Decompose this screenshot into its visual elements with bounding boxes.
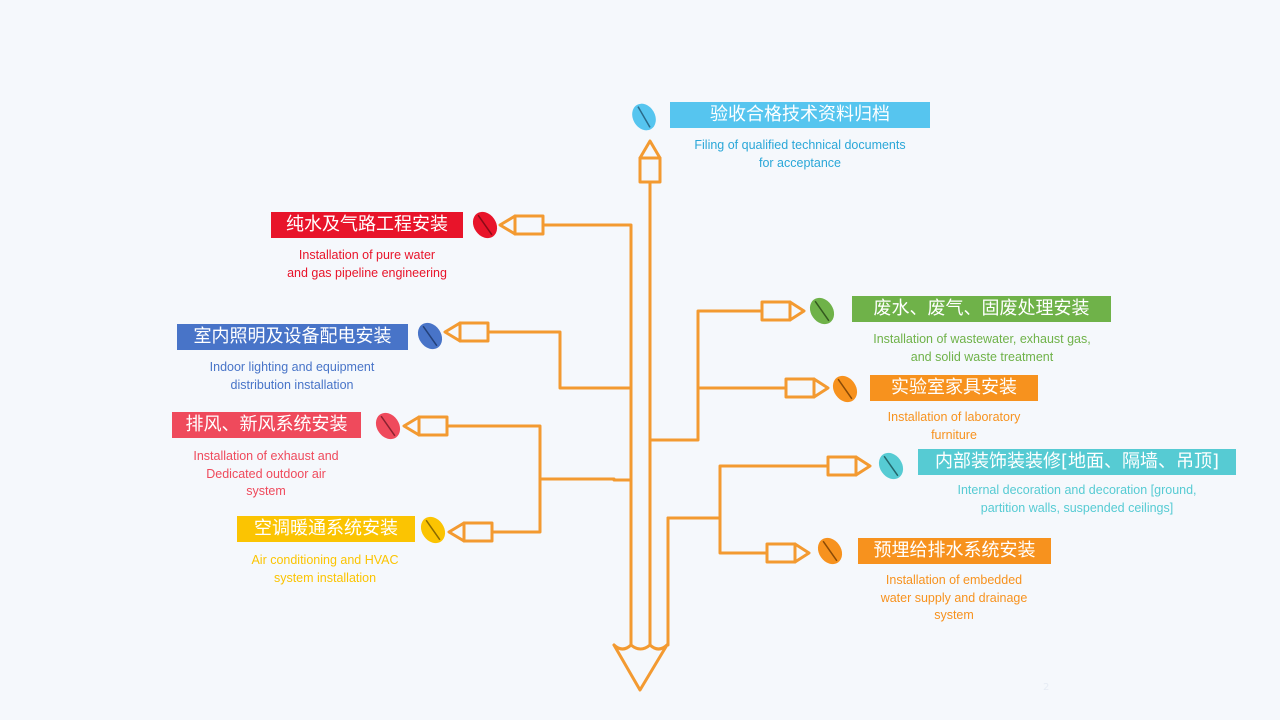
left-item-3-title: 排风、新风系统安装: [172, 412, 361, 438]
top-pencil-tip: [638, 139, 662, 160]
leaf-left-2-icon: [417, 322, 443, 350]
arrow-right-4-tip: [793, 542, 811, 564]
leaf-left-1-icon: [472, 211, 498, 239]
leaf-top-icon: [632, 103, 656, 131]
leaf-right-3-icon: [878, 452, 904, 480]
left-item-3-line-3: system: [246, 484, 286, 498]
right-item-4-subtitle: Installation of embedded water supply an…: [844, 572, 1064, 625]
branch-right-3: [666, 464, 830, 520]
left-item-3-line-2: Dedicated outdoor air: [206, 466, 326, 481]
branch-right-1: [648, 309, 764, 442]
left-item-1-line-2: and gas pipeline engineering: [287, 265, 447, 280]
right-item-3-subtitle: Internal decoration and decoration [grou…: [917, 482, 1237, 517]
top-item-subtitle: Filing of qualified technical documents …: [660, 137, 940, 172]
pencil-tip-scallop: [612, 643, 669, 651]
page-number: 2: [1043, 682, 1050, 693]
left-item-4-line-2: system installation: [273, 570, 377, 585]
right-item-3-line-2: partition walls, suspended ceilings]: [980, 500, 1174, 515]
arrow-left-4-tip: [447, 521, 466, 543]
right-item-3-title: 内部装饰装装修[地面、隔墙、吊顶]: [918, 449, 1236, 475]
branch-left-3: [445, 424, 633, 482]
arrow-left-4-body: [462, 521, 494, 543]
arrow-left-1-tip: [498, 214, 517, 236]
branch-left-2: [486, 330, 633, 390]
arrow-right-2-body: [784, 377, 816, 399]
leaf-right-4-icon: [817, 537, 843, 565]
right-item-1-line-1: Installation of wastewater, exhaust gas,: [873, 332, 1091, 346]
right-item-1-line-2: and solid waste treatment: [910, 349, 1054, 364]
arrow-right-1-tip: [788, 300, 806, 322]
arrow-left-3-body: [417, 415, 449, 437]
right-item-2-line-2: furniture: [931, 427, 977, 442]
right-item-4-line-2: water supply and drainage: [880, 590, 1028, 605]
arrow-right-4-body: [765, 542, 797, 564]
right-item-4-title: 预埋给排水系统安装: [858, 538, 1051, 564]
pencil-tip: [612, 643, 669, 692]
top-item-title: 验收合格技术资料归档: [670, 102, 930, 128]
right-item-3-line-1: Internal decoration and decoration [grou…: [957, 483, 1197, 497]
arrow-right-1-body: [760, 300, 792, 322]
left-item-2-line-1: Indoor lighting and equipment: [209, 360, 375, 374]
top-pencil-body: [638, 156, 662, 184]
right-item-1-title: 废水、废气、固废处理安装: [852, 296, 1111, 322]
top-item-subtitle-line-2: for acceptance: [759, 155, 841, 170]
branch-right-4: [718, 516, 769, 555]
leaf-left-3-icon: [375, 412, 401, 440]
left-item-1-subtitle: Installation of pure water and gas pipel…: [257, 247, 477, 282]
right-item-4-line-3: system: [934, 608, 974, 622]
branch-left-1: [541, 223, 633, 228]
right-item-2-title: 实验室家具安装: [870, 375, 1038, 401]
top-item-subtitle-line-1: Filing of qualified technical documents: [694, 138, 906, 152]
left-item-4-line-1: Air conditioning and HVAC: [251, 553, 399, 567]
left-item-4-title: 空调暖通系统安装: [237, 516, 415, 542]
arrow-left-3-tip: [402, 415, 421, 437]
arrow-right-2-tip: [812, 377, 830, 399]
left-item-1-title: 纯水及气路工程安装: [271, 212, 463, 238]
right-item-2-subtitle: Installation of laboratory furniture: [859, 409, 1049, 444]
left-item-2-line-2: distribution installation: [230, 377, 354, 392]
right-item-2-line-1: Installation of laboratory: [887, 410, 1021, 424]
left-item-2-title: 室内照明及设备配电安装: [177, 324, 408, 350]
left-item-3-line-1: Installation of exhaust and: [193, 449, 339, 463]
right-item-4-line-1: Installation of embedded: [885, 573, 1023, 587]
arrow-left-2-tip: [443, 321, 462, 343]
right-item-1-subtitle: Installation of wastewater, exhaust gas,…: [842, 331, 1122, 366]
left-item-2-subtitle: Indoor lighting and equipment distributi…: [182, 359, 402, 394]
branch-left-4: [490, 477, 542, 534]
leaf-right-2-icon: [832, 375, 858, 403]
leaf-right-1-icon: [809, 297, 835, 325]
arrow-right-3-tip: [854, 455, 872, 477]
arrow-left-1-body: [513, 214, 545, 236]
left-item-4-subtitle: Air conditioning and HVAC system install…: [225, 552, 425, 587]
arrow-left-2-body: [458, 321, 490, 343]
left-item-1-line-1: Installation of pure water: [298, 248, 436, 262]
leaf-left-4-icon: [420, 516, 446, 544]
arrow-right-3-body: [826, 455, 858, 477]
left-item-3-subtitle: Installation of exhaust and Dedicated ou…: [166, 448, 366, 501]
